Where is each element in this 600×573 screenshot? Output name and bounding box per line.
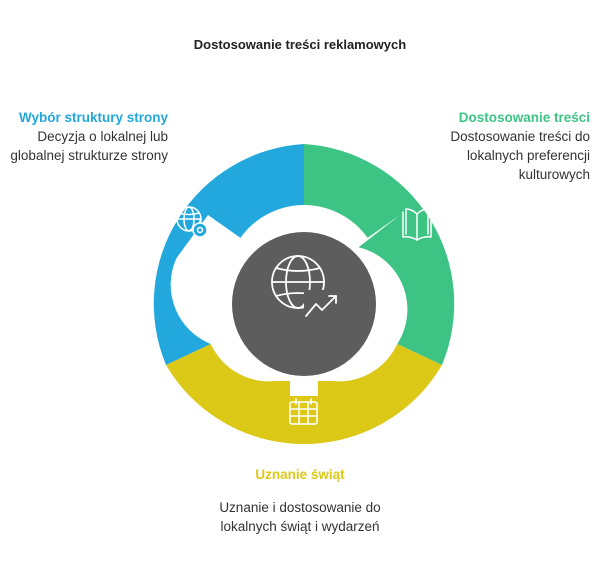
- structure-description: Decyzja o lokalnej lub globalnej struktu…: [10, 129, 168, 163]
- content-heading: Dostosowanie treści: [458, 110, 590, 125]
- globe-gear-icon: [176, 206, 211, 241]
- segment-structure: [153, 144, 304, 365]
- structure-label-block: Wybór struktury strony Decyzja o lokalne…: [0, 108, 168, 165]
- structure-heading: Wybór struktury strony: [18, 110, 168, 125]
- holidays-description: Uznanie i dostosowanie do lokalnych świą…: [219, 500, 381, 534]
- diagram-title: Dostosowanie treści reklamowych: [193, 37, 407, 52]
- holidays-label-block: Uznanie świąt Uznanie i dostosowanie do …: [210, 465, 390, 536]
- segment-holidays: [166, 344, 442, 445]
- holidays-heading: Uznanie świąt: [255, 467, 345, 482]
- globe-growth-icon: [271, 255, 337, 320]
- calendar-icon: [289, 398, 318, 425]
- segment-content: [304, 144, 455, 365]
- content-description: Dostosowanie treści do lokalnych prefere…: [450, 129, 590, 182]
- open-book-icon: [402, 208, 432, 241]
- content-label-block: Dostosowanie treści Dostosowanie treści …: [440, 108, 590, 184]
